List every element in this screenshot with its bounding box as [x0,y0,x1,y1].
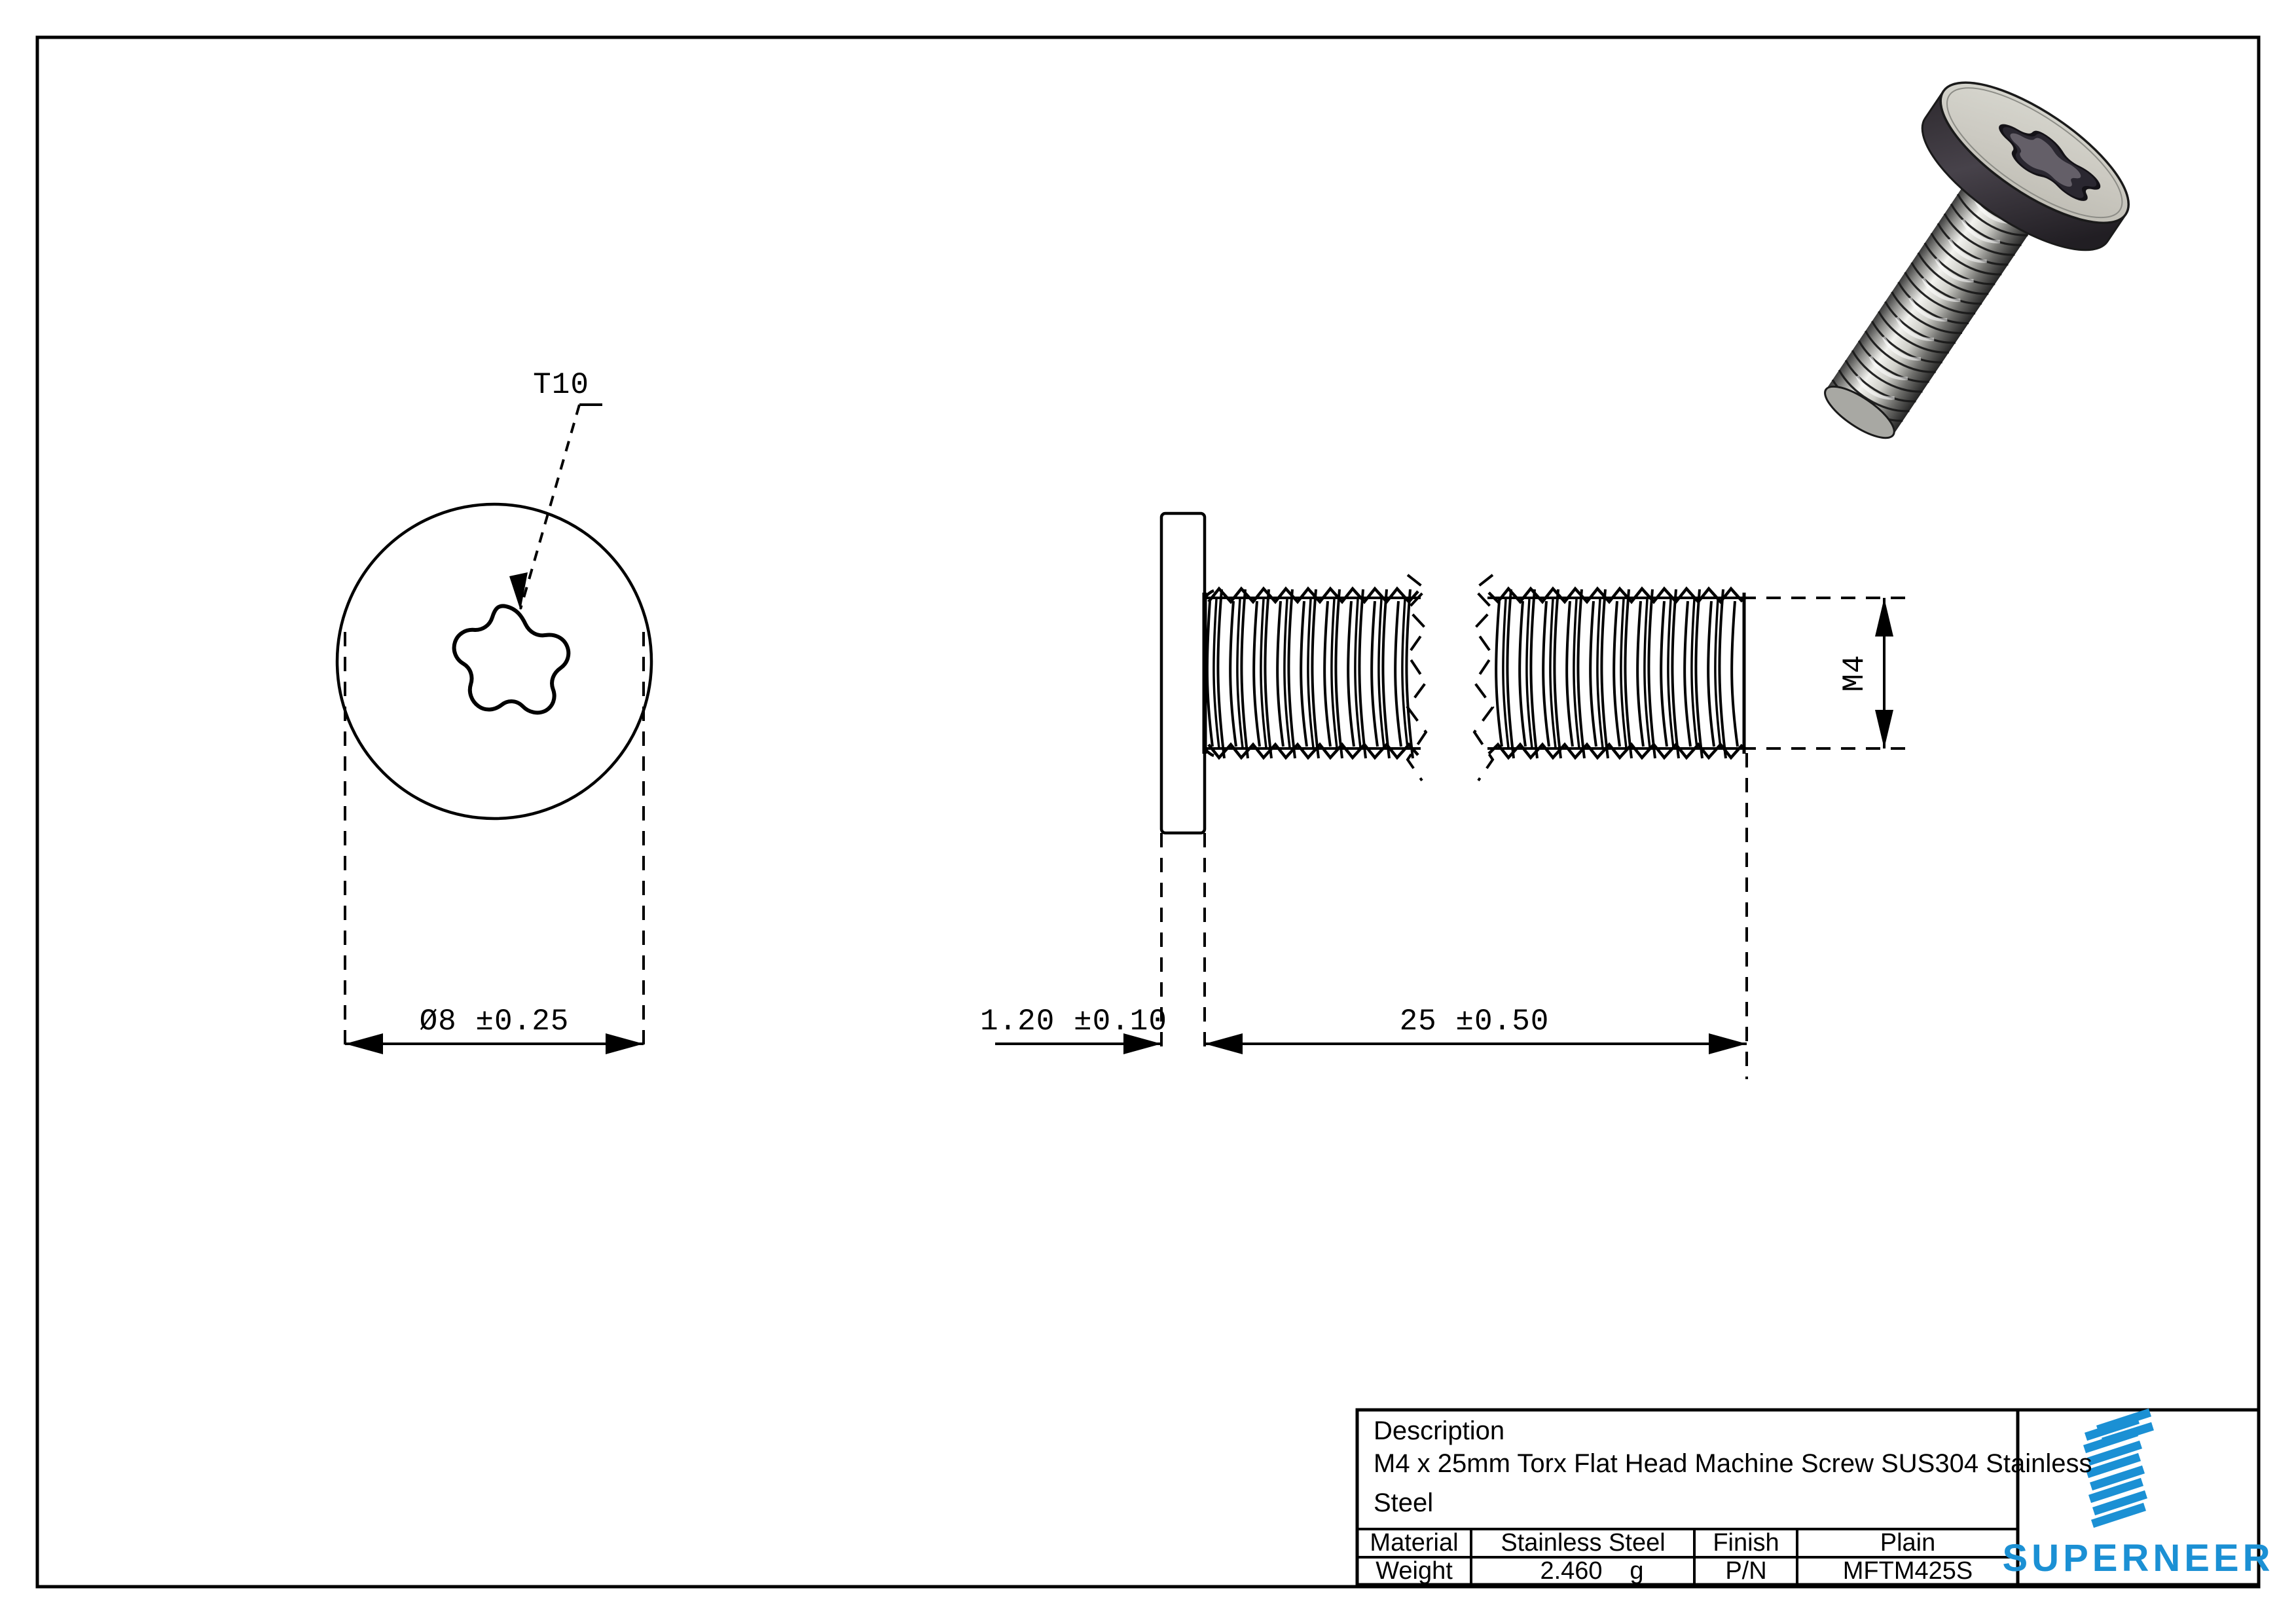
sheet-border [35,35,2261,1589]
torx-socket-outline [452,604,571,715]
head-diameter-label: Ø8 ±0.25 [420,1005,570,1039]
weight-unit: g [1630,1557,1643,1585]
thread-length-label: 25 ±0.50 [1400,1005,1550,1039]
superneer-logo-mark-lower [2096,1408,2154,1447]
description-line-1: M4 x 25mm Torx Flat Head Machine Screw S… [1374,1449,2092,1478]
pn-value: MFTM425S [1843,1557,1973,1585]
iso-torx-socket [1999,124,2101,201]
thread-segment-left [1202,586,1421,760]
finish-label: Finish [1713,1529,1779,1557]
head-thickness-label: 1.20 ±0.10 [980,1005,1167,1039]
break-line-left [1406,574,1428,782]
thickness-arrowhead [1123,1033,1161,1054]
iso-3d-screw-render [1824,81,2130,439]
material-value: Stainless Steel [1501,1529,1665,1557]
front-view [335,403,653,1054]
side-view [995,511,1910,1079]
weight-value: 2.460 [1540,1557,1602,1585]
weight-label: Weight [1376,1557,1453,1585]
pn-label: P/N [1725,1557,1766,1585]
description-line-2: Steel [1374,1488,1433,1517]
torx-callout-label: T10 [533,368,589,402]
superneer-wordmark: SUPERNEER [2003,1537,2274,1579]
m4-arrowhead-bottom [1875,710,1893,748]
title-block [1355,1408,2261,1587]
head-outline-circle [335,502,653,821]
description-label: Description [1374,1416,1504,1445]
m4-arrowhead-top [1875,598,1893,637]
length-arrowhead-right [1709,1033,1747,1054]
material-label: Material [1370,1529,1458,1557]
iso-head-top-inner-edge [1946,87,2123,219]
thread-size-label: M4 [1838,654,1872,692]
torx-leader-arrowhead [509,572,528,610]
dia-arrowhead-left [345,1033,383,1054]
finish-value: Plain [1880,1529,1936,1557]
iso-shank-end [1824,385,1895,439]
thread-segment-right [1487,586,1747,760]
dia-arrowhead-right [606,1033,644,1054]
torx-leader-line [519,404,581,610]
break-line-right [1472,574,1495,782]
length-arrowhead-left [1205,1033,1243,1054]
